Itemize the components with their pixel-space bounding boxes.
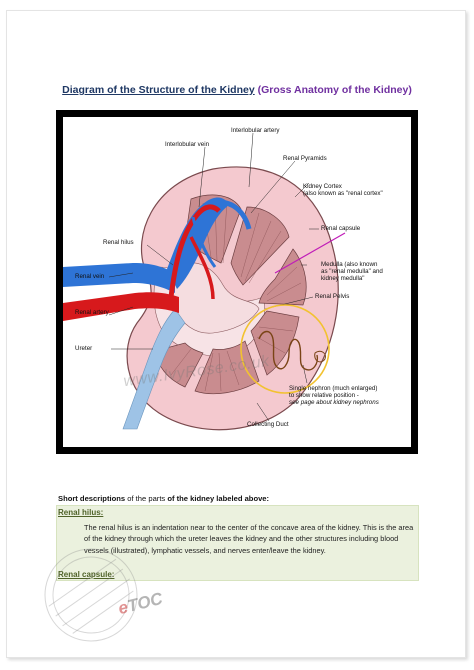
heading-bold-2: of the kidney labeled above: — [167, 494, 270, 503]
label-renal-artery: Renal artery — [75, 309, 109, 316]
label-kidney-cortex: Kidney Cortex — [303, 183, 342, 190]
heading-normal-1: of the — [127, 494, 147, 503]
label-kidney-cortex-alt: (also known as "renal cortex" — [303, 190, 383, 197]
label-medulla-3: kidney medulla" — [321, 275, 365, 282]
heading-normal-2: parts — [148, 494, 166, 503]
label-ureter: Ureter — [75, 345, 93, 352]
copyright-stamp — [44, 548, 138, 642]
renal-hilus-description: The renal hilus is an indentation near t… — [84, 523, 414, 555]
renal-vein-shape — [63, 263, 175, 293]
ureter-shape — [122, 308, 186, 430]
label-collecting-duct: Collecting Duct — [247, 421, 289, 428]
renal-artery-shape — [63, 292, 179, 321]
label-single-nephron-3: see page about kidney nephrons — [289, 399, 379, 406]
label-interlobular-artery: Interlobular artery — [231, 127, 280, 134]
label-renal-hilus: Renal hilus — [103, 239, 134, 246]
nephron-shape — [258, 330, 319, 371]
label-medulla-1: Medulla (also known — [321, 261, 378, 268]
kidney-illustration — [63, 132, 346, 431]
term-renal-hilus: Renal hilus: — [58, 508, 104, 517]
label-single-nephron-2: to show relative position - — [289, 392, 359, 399]
title-main: Diagram of the Structure of the Kidney — [62, 84, 255, 96]
heading-bold-1: Short descriptions — [58, 494, 126, 503]
term-renal-capsule: Renal capsule: — [58, 570, 115, 579]
page-frame — [6, 10, 466, 658]
page-title: Diagram of the Structure of the Kidney (… — [0, 84, 474, 96]
label-medulla-2: as "renal medulla" and — [321, 268, 383, 275]
renal-pyramids — [154, 194, 307, 395]
label-single-nephron-1: Single nephron (much enlarged) — [289, 385, 378, 392]
label-renal-vein: Renal vein — [75, 273, 105, 280]
label-renal-capsule: Renal capsule — [321, 225, 361, 232]
descriptions-box — [56, 505, 419, 581]
descriptions-heading: Short descriptions of the parts of the k… — [58, 494, 269, 503]
label-renal-pyramids: Renal Pyramids — [283, 155, 327, 162]
nephron-highlight-circle — [240, 304, 330, 394]
label-interlobular-vein: Interlobular vein — [165, 141, 210, 148]
kidney-diagram-frame: Interlobular artery Interlobular vein Re… — [56, 110, 418, 454]
title-sub: (Gross Anatomy of the Kidney) — [257, 84, 412, 96]
label-renal-pelvis: Renal Pelvis — [315, 293, 350, 300]
kidney-diagram: Interlobular artery Interlobular vein Re… — [63, 117, 411, 447]
